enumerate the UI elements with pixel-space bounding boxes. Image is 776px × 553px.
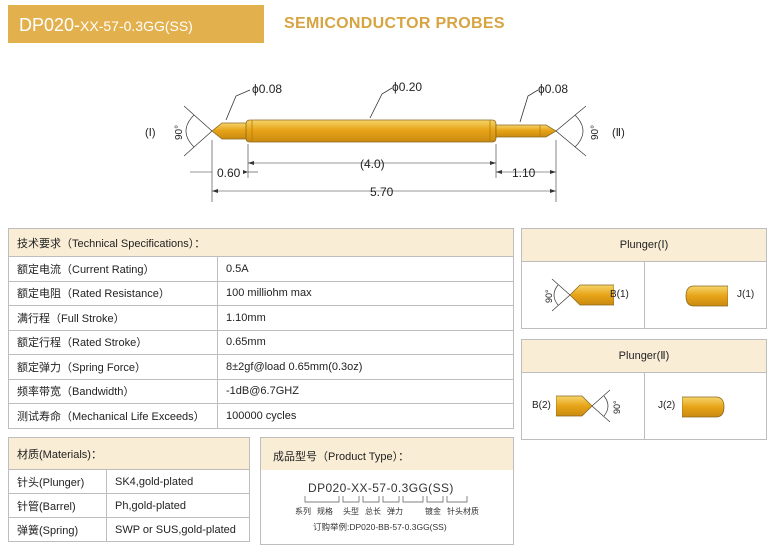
material-value: Ph,gold-plated — [106, 493, 250, 518]
product-type-box: 成品型号（Product Type）： DP020-XX-57-0.3GG(SS… — [260, 437, 514, 545]
spec-value: 100000 cycles — [217, 403, 514, 429]
plunger-1-title: Plunger(Ⅰ) — [522, 229, 766, 261]
spec-label: 额定电阻（Rated Resistance） — [8, 280, 218, 306]
side-label-left: (Ⅰ) — [145, 127, 156, 139]
probe-drawing: ϕ0.08 ϕ0.20 ϕ0.08 90° (Ⅰ) 90° (Ⅱ) 0.60 (… — [145, 80, 625, 202]
left-tip-diameter: ϕ0.08 — [252, 82, 282, 96]
material-value: SWP or SUS,gold-plated — [106, 517, 250, 542]
material-label: 针头(Plunger) — [8, 469, 107, 494]
spec-header: 技术要求（Technical Specifications）： — [8, 228, 514, 257]
table-row: 满行程（Full Stroke）1.10mm — [8, 305, 514, 331]
model-title-bar: DP020-XX-57-0.3GG(SS) — [8, 5, 264, 43]
plunger-2-j-label: J(2) — [658, 400, 676, 411]
plunger-2-j-tip — [682, 396, 725, 418]
order-example: 订购举例:DP020-BB-57-0.3GG(SS) — [313, 522, 447, 532]
spec-value: 1.10mm — [217, 305, 514, 331]
spec-label: 频率带宽（Bandwidth） — [8, 378, 218, 404]
barrel-shape — [245, 119, 497, 143]
dim-total: 5.70 — [370, 185, 394, 199]
side-label-right: (Ⅱ) — [612, 127, 625, 139]
model-title-main: DP020- — [19, 15, 81, 35]
table-row: 额定行程（Rated Stroke）0.65mm — [8, 329, 514, 355]
table-row: 额定电流（Current Rating）0.5A — [8, 256, 514, 282]
product-code-brackets — [304, 496, 468, 503]
dim-right: 1.10 — [512, 166, 536, 180]
material-label: 弹簧(Spring) — [8, 517, 107, 542]
spec-label: 额定电流（Current Rating） — [8, 256, 218, 282]
right-angle: 90° — [590, 125, 601, 140]
plunger-1-j-tip — [685, 285, 728, 307]
code-label-spec: 规格 — [317, 507, 333, 516]
spec-label: 测试寿命（Mechanical Life Exceeds） — [8, 403, 218, 429]
plunger-2-title: Plunger(Ⅱ) — [522, 340, 766, 372]
material-value: SK4,gold-plated — [106, 469, 250, 494]
plunger-2-box: Plunger(Ⅱ) B(2) 90° J(2) — [521, 339, 767, 440]
code-label-series: 系列 — [295, 507, 311, 516]
plunger-1-box: Plunger(Ⅰ) 90° B(1) J(1) — [521, 228, 767, 329]
spec-value: 8±2gf@load 0.65mm(0.3oz) — [217, 354, 514, 380]
plunger-1-b-label: B(1) — [610, 289, 629, 300]
spec-value: 0.65mm — [217, 329, 514, 355]
spec-value: -1dB@6.7GHZ — [217, 378, 514, 404]
code-label-plunger-material: 针头材质 — [447, 507, 479, 516]
spec-label: 额定行程（Rated Stroke） — [8, 329, 218, 355]
spec-label: 额定弹力（Spring Force） — [8, 354, 218, 380]
code-label-length: 总长 — [365, 507, 381, 516]
table-row: 针管(Barrel)Ph,gold-plated — [8, 493, 250, 518]
materials-header-row: 材质(Materials)： — [8, 437, 250, 470]
spec-header-row: 技术要求（Technical Specifications）： — [8, 228, 514, 257]
right-plunger-shape — [495, 124, 557, 138]
materials-table: 材质(Materials)： 针头(Plunger)SK4,gold-plate… — [8, 437, 250, 542]
material-label: 针管(Barrel) — [8, 493, 107, 518]
left-plunger-shape — [211, 122, 251, 140]
left-angle: 90° — [174, 125, 185, 140]
plunger-1-j-label: J(1) — [737, 289, 755, 300]
table-row: 额定电阻（Rated Resistance）100 milliohm max — [8, 280, 514, 306]
spec-value: 100 milliohm max — [217, 280, 514, 306]
category-title: SEMICONDUCTOR PROBES — [284, 15, 505, 32]
code-label-head: 头型 — [343, 507, 359, 516]
plunger-1-angle: 90° — [544, 289, 554, 303]
spec-label: 满行程（Full Stroke） — [8, 305, 218, 331]
table-row: 额定弹力（Spring Force）8±2gf@load 0.65mm(0.3o… — [8, 354, 514, 380]
product-type-header: 成品型号（Product Type）： — [261, 438, 513, 470]
materials-header: 材质(Materials)： — [8, 437, 250, 470]
plunger-2-angle: 90° — [612, 400, 622, 414]
product-code: DP020-XX-57-0.3GG(SS) — [308, 481, 454, 495]
spec-value: 0.5A — [217, 256, 514, 282]
code-label-force: 弹力 — [387, 507, 403, 516]
barrel-diameter: ϕ0.20 — [392, 80, 422, 94]
spec-table: 技术要求（Technical Specifications）： 额定电流（Cur… — [8, 228, 514, 429]
dim-mid: (4.0) — [360, 157, 385, 171]
table-row: 针头(Plunger)SK4,gold-plated — [8, 469, 250, 494]
table-row: 频率带宽（Bandwidth）-1dB@6.7GHZ — [8, 378, 514, 404]
right-tip-diameter: ϕ0.08 — [538, 82, 568, 96]
plunger-2-b-tip: 90° — [556, 389, 622, 423]
plunger-1-b-tip: 90° — [544, 278, 614, 312]
code-label-plating: 镀金 — [425, 507, 441, 516]
model-title-suffix: XX-57-0.3GG(SS) — [80, 18, 193, 34]
table-row: 测试寿命（Mechanical Life Exceeds）100000 cycl… — [8, 403, 514, 429]
dim-left: 0.60 — [217, 166, 241, 180]
plunger-2-b-label: B(2) — [532, 400, 551, 411]
table-row: 弹簧(Spring)SWP or SUS,gold-plated — [8, 517, 250, 542]
